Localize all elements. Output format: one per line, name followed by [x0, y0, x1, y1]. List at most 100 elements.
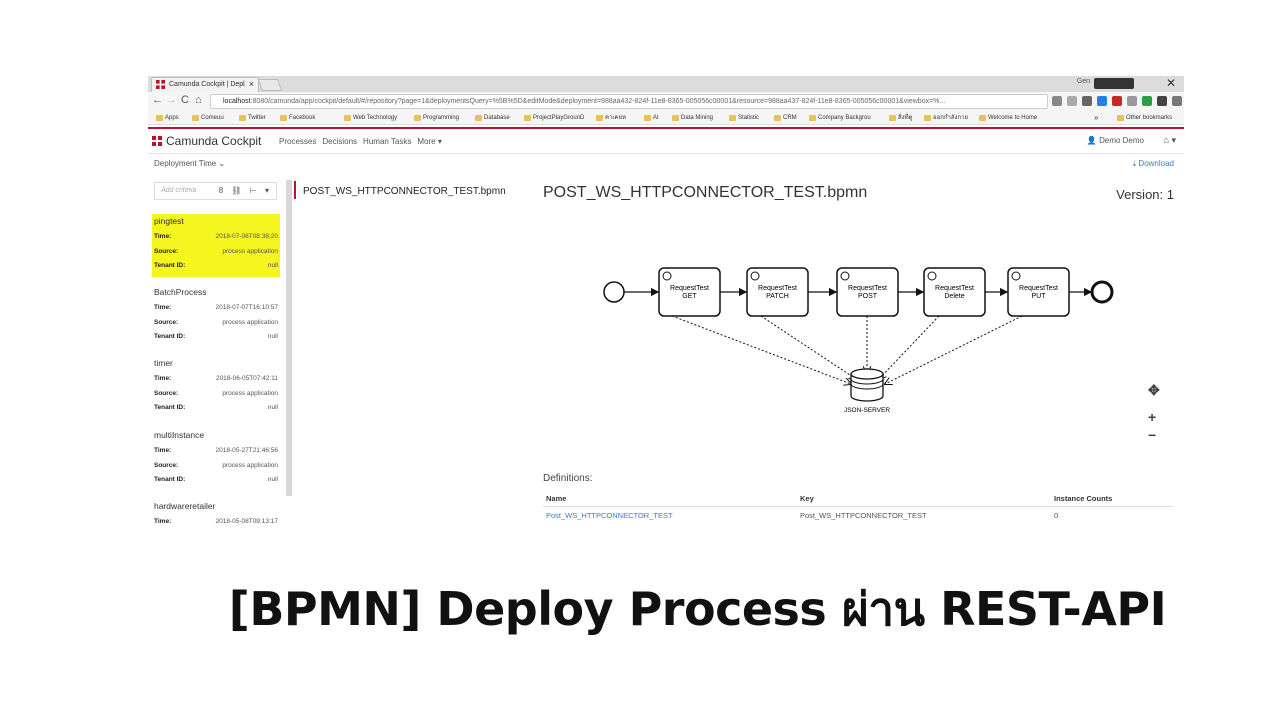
deployment-name: hardwareretailer	[154, 501, 216, 511]
task-put[interactable]: RequestTest PUT	[1007, 267, 1070, 317]
deployment-tenant: null	[267, 333, 278, 340]
bookmark[interactable]: Statistic	[729, 111, 759, 124]
bookmark[interactable]: ออกกำลังกาย	[924, 111, 968, 124]
zoom-out-icon[interactable]: −	[1148, 427, 1157, 443]
nav-decisions[interactable]: Decisions	[322, 137, 358, 146]
brush-extension-icon[interactable]	[1157, 96, 1167, 106]
accent-bar	[148, 127, 1184, 129]
more-bookmarks-icon[interactable]: »	[1094, 113, 1099, 122]
task-get[interactable]: RequestTest GET	[658, 267, 721, 317]
bookmark[interactable]: CRM	[774, 111, 797, 124]
bookmark[interactable]: สิ่งที่ดู	[889, 111, 912, 124]
window-user-badge[interactable]	[1094, 78, 1134, 89]
filter-input[interactable]: Add criteria 8 ⛓ ⊢ ▾	[154, 182, 277, 200]
resource-name[interactable]: POST_WS_HTTPCONNECTOR_TEST.bpmn	[303, 186, 506, 197]
deployment-name: timer	[154, 358, 173, 368]
task-label: RequestTest	[758, 285, 797, 292]
red-extension-icon[interactable]	[1112, 96, 1122, 106]
sort-select[interactable]: Deployment Time ⌄	[154, 159, 226, 168]
end-event[interactable]	[1090, 280, 1114, 304]
zoom-in-icon[interactable]: +	[1148, 409, 1157, 425]
bookmark[interactable]: AI	[644, 111, 659, 124]
start-event[interactable]	[603, 281, 625, 303]
definition-name-link[interactable]: Post_WS_HTTPCONNECTOR_TEST	[546, 511, 673, 520]
header-name[interactable]: Name	[546, 494, 567, 503]
bookmark[interactable]: Facebook	[280, 111, 315, 124]
nav-human-tasks[interactable]: Human Tasks	[363, 137, 412, 146]
deployment-time: 2018-06-05T07:42:11	[215, 375, 278, 382]
deployment-item[interactable]: multiInstance Time:2018-05-27T21:46:56 S…	[152, 428, 280, 491]
header-key[interactable]: Key	[800, 494, 814, 503]
browser-screenshot: Camunda Cockpit | Depl × Gen ✕ ← → C ⌂ l…	[148, 76, 1184, 531]
service-task-icon	[662, 271, 672, 281]
bookmark[interactable]: Programming	[414, 111, 459, 124]
brand[interactable]: Camunda Cockpit	[152, 134, 261, 148]
bookmark[interactable]: ProjectPlayGrounD	[524, 111, 584, 124]
bookmark[interactable]: Data Mining	[672, 111, 713, 124]
tenant-label: Tenant ID:	[154, 404, 186, 411]
nav-more[interactable]: More ▾	[417, 137, 442, 146]
bookmark[interactable]: Comeuu	[192, 111, 224, 124]
user-icon: 👤	[1086, 136, 1097, 145]
browser-tab[interactable]: Camunda Cockpit | Depl ×	[151, 77, 259, 92]
back-icon[interactable]: ←	[152, 94, 163, 106]
v-extension-icon[interactable]	[1097, 96, 1107, 106]
home-menu-icon[interactable]: ⌂ ▾	[1163, 135, 1176, 145]
deployment-item[interactable]: pingtest Time:2018-07-08T08:38:20 Source…	[152, 214, 280, 277]
tenant-label: Tenant ID:	[154, 333, 186, 340]
time-label: Time:	[154, 233, 172, 240]
star-icon[interactable]	[1067, 96, 1077, 106]
home-icon[interactable]: ⌂	[195, 94, 202, 106]
source-label: Source:	[154, 318, 179, 326]
datastore-json-server[interactable]: JSON-SERVER	[844, 368, 890, 414]
zoom-extension-icon[interactable]	[1052, 96, 1062, 106]
camunda-logo-icon	[152, 136, 162, 146]
tab-close-icon[interactable]: ×	[248, 79, 254, 89]
nav-processes[interactable]: Processes	[279, 137, 317, 146]
deployment-tenant: null	[267, 404, 278, 411]
time-label: Time:	[154, 304, 172, 311]
task-delete[interactable]: RequestTest Delete	[923, 267, 986, 317]
bookmark[interactable]: Database	[475, 111, 510, 124]
bpmn-diagram[interactable]: RequestTest GET RequestTest PATCH Reques…	[596, 258, 1116, 418]
deployment-time: 2018-07-07T16:10:57	[215, 304, 278, 311]
deployment-item[interactable]: BatchProcess Time:2018-07-07T16:10:57 So…	[152, 285, 280, 348]
download-link[interactable]: ⤓ Download	[1132, 159, 1174, 168]
bookmark[interactable]: Twitter	[239, 111, 266, 124]
extension-bar	[1052, 96, 1184, 107]
window-close-icon[interactable]: ✕	[1165, 76, 1176, 90]
banner-title: [BPMN] Deploy Process ผ่าน REST-API	[228, 582, 1167, 636]
extension-icon[interactable]	[1082, 96, 1092, 106]
camera-extension-icon[interactable]	[1172, 96, 1182, 106]
user-menu[interactable]: 👤 Demo Demo	[1087, 136, 1144, 145]
task-patch[interactable]: RequestTest PATCH	[746, 267, 809, 317]
header-instance-counts[interactable]: Instance Counts	[1054, 494, 1113, 503]
instance-count: 0	[1054, 511, 1059, 520]
forward-icon[interactable]: →	[166, 94, 177, 106]
task-post[interactable]: RequestTest POST	[836, 267, 899, 317]
bookmark[interactable]: คาเคยห	[596, 111, 626, 124]
data-associations	[671, 315, 1023, 384]
address-row: ← → C ⌂ localhost:8080/camunda/app/cockp…	[148, 92, 1184, 111]
reload-icon[interactable]: C	[181, 94, 189, 106]
bookmark-other[interactable]: Other bookmarks	[1117, 111, 1172, 124]
green-extension-icon[interactable]	[1142, 96, 1152, 106]
bookmark-apps[interactable]: Apps	[156, 111, 179, 124]
deployment-item[interactable]: hardwareretailer Time:2018-05-08T09:13:1…	[152, 499, 280, 531]
filter-tools-icon[interactable]: 8 ⛓ ⊢ ▾	[218, 186, 272, 195]
settings-extension-icon[interactable]	[1127, 96, 1137, 106]
bookmark[interactable]: Company Backgrou	[809, 111, 871, 124]
tenant-label: Tenant ID:	[154, 262, 186, 269]
zoom-fit-icon[interactable]: ✥	[1148, 382, 1160, 398]
sidebar-scrollbar[interactable]	[286, 180, 292, 496]
source-label: Source:	[154, 461, 179, 469]
bookmark[interactable]: Web Technology	[344, 111, 397, 124]
deployment-tenant: null	[267, 262, 278, 269]
definition-key: Post_WS_HTTPCONNECTOR_TEST	[800, 511, 927, 520]
bookmark[interactable]: Welcome to Home	[979, 111, 1037, 124]
deployment-item[interactable]: timer Time:2018-06-05T07:42:11 Source:pr…	[152, 356, 280, 419]
source-label: Source:	[154, 247, 179, 255]
new-tab-button[interactable]	[257, 79, 283, 91]
url-input[interactable]: localhost:8080/camunda/app/cockpit/defau…	[210, 94, 1048, 109]
main-nav: Processes Decisions Human Tasks More ▾	[279, 137, 442, 146]
